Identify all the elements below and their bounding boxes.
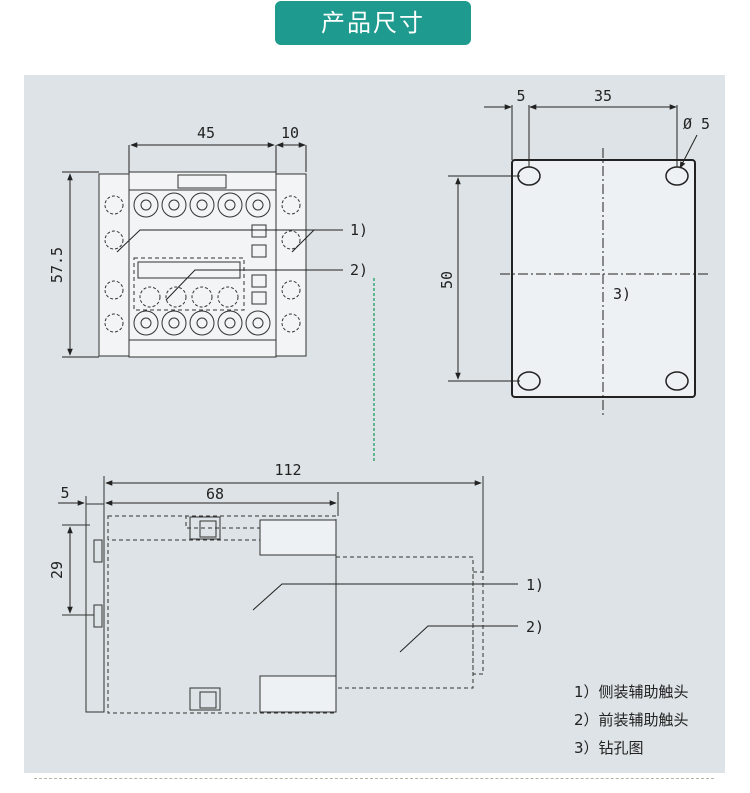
drill-pattern bbox=[448, 104, 708, 415]
dim-drill-offset: 5 bbox=[516, 87, 525, 105]
dim-side-offset: 5 bbox=[60, 484, 69, 502]
side-view bbox=[58, 476, 518, 714]
legend-item-side-aux: 1）侧装辅助触头 bbox=[574, 683, 689, 701]
callout-drill-3: 3) bbox=[613, 285, 631, 303]
dim-side-total: 112 bbox=[274, 461, 301, 479]
dim-side-body: 68 bbox=[206, 485, 224, 503]
legend-item-front-aux: 2）前装辅助触头 bbox=[574, 711, 689, 729]
dim-side-rail: 29 bbox=[48, 561, 66, 579]
dim-front-width: 45 bbox=[197, 124, 215, 142]
dim-drill-height: 50 bbox=[438, 271, 456, 289]
dim-front-side: 10 bbox=[281, 124, 299, 142]
dim-drill-spacing: 35 bbox=[594, 87, 612, 105]
callout-front-2: 2) bbox=[350, 261, 368, 279]
dim-drill-hole: Ø 5 bbox=[683, 115, 710, 133]
callout-side-1: 1) bbox=[526, 576, 544, 594]
legend-item-drill: 3）钻孔图 bbox=[574, 739, 644, 757]
page-title: 产品尺寸 bbox=[275, 1, 471, 45]
front-view bbox=[98, 171, 307, 358]
callout-side-2: 2) bbox=[526, 618, 544, 636]
callout-front-1: 1) bbox=[350, 221, 368, 239]
legend: 1）侧装辅助触头 2）前装辅助触头 3）钻孔图 bbox=[574, 678, 689, 762]
dim-front-height: 57.5 bbox=[48, 247, 66, 283]
footer-divider bbox=[34, 778, 714, 779]
